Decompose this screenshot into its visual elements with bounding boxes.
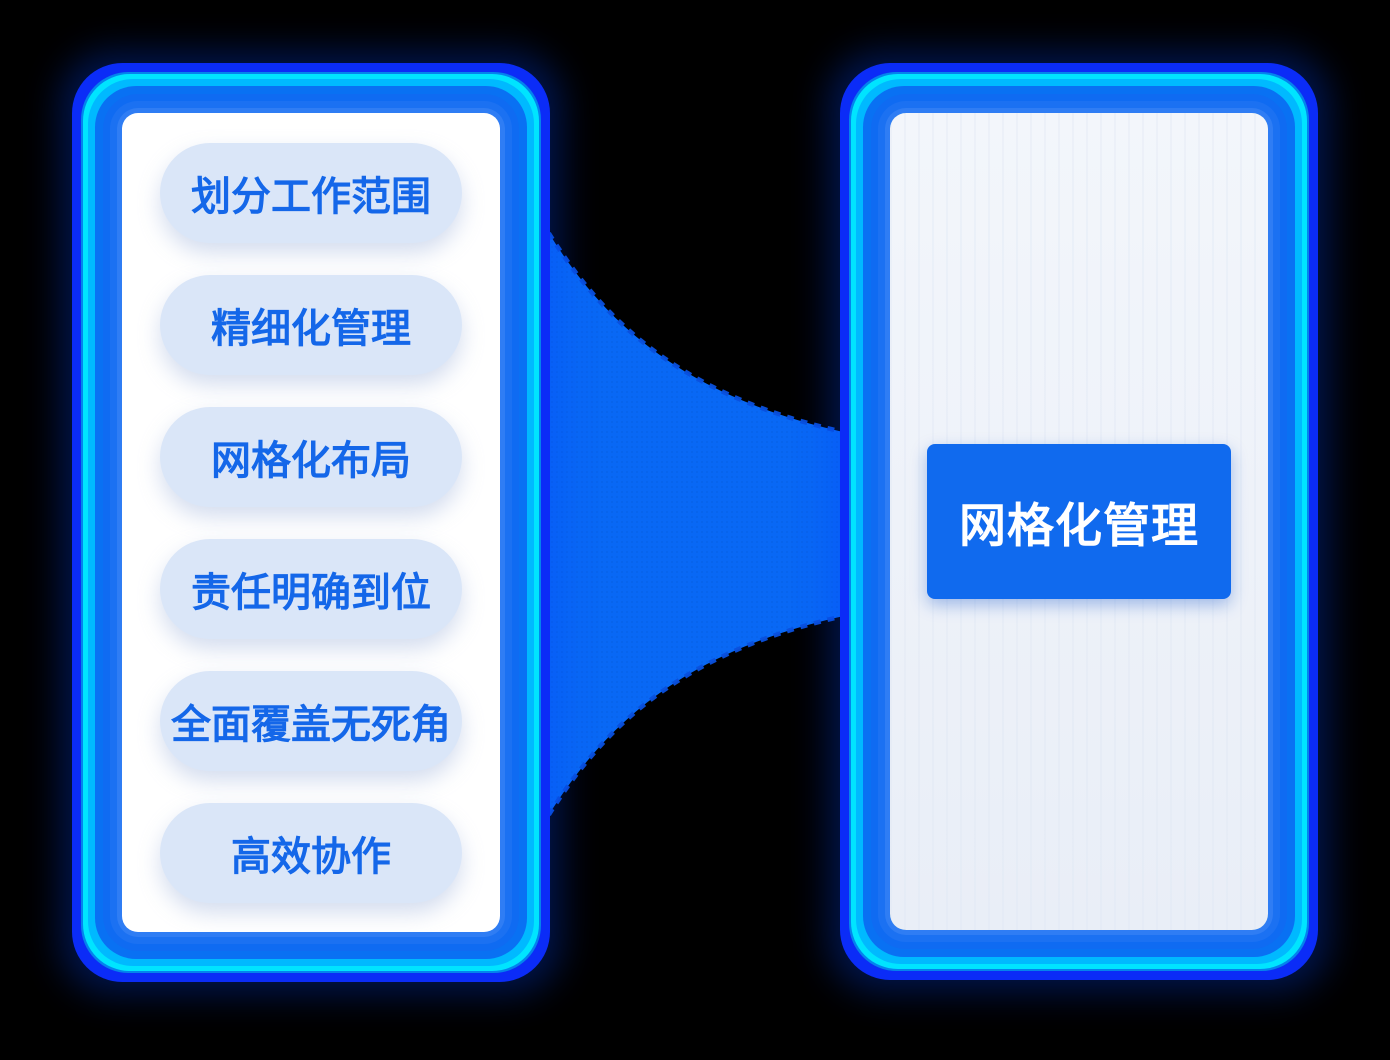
feature-pill-label: 全面覆盖无死角 [171, 703, 451, 747]
funnel-shape [495, 135, 868, 913]
summary-panel: 网格化管理 [890, 113, 1268, 930]
feature-pill-label: 网格化布局 [211, 439, 411, 483]
summary-title-box: 网格化管理 [927, 444, 1231, 599]
feature-pill: 划分工作范围 [160, 143, 462, 243]
feature-pill: 高效协作 [160, 803, 462, 903]
arrow-right-icon [847, 423, 880, 451]
feature-pill-label: 高效协作 [231, 835, 391, 879]
feature-pill: 全面覆盖无死角 [160, 671, 462, 771]
feature-pill: 网格化布局 [160, 407, 462, 507]
feature-pill: 责任明确到位 [160, 539, 462, 639]
funnel-bottom-dashed-edge [493, 608, 869, 915]
feature-list-panel: 划分工作范围 精细化管理 网格化布局 责任明确到位 全面覆盖无死角 高效协作 [122, 113, 500, 932]
funnel-top-dashed-edge [493, 133, 869, 440]
feature-pill-label: 责任明确到位 [191, 571, 431, 615]
funnel-flow-graphic [493, 133, 880, 915]
summary-title: 网格化管理 [959, 499, 1199, 552]
feature-pill: 精细化管理 [160, 275, 462, 375]
arrow-right-icon [843, 597, 876, 625]
feature-pill-label: 精细化管理 [211, 307, 411, 351]
feature-pill-label: 划分工作范围 [191, 175, 431, 219]
